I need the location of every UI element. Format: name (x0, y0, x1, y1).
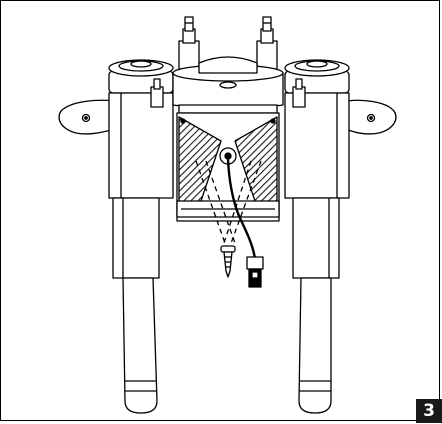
cable (226, 158, 257, 260)
right-fork-tube (284, 59, 350, 414)
dashed-guides (195, 160, 262, 247)
top-clamp (172, 56, 284, 114)
left-fork-tube (108, 59, 174, 414)
left-top-bolt (178, 16, 200, 72)
right-top-bolt (256, 16, 278, 72)
step-number-badge: 3 (416, 399, 442, 423)
right-mounting-tab (345, 99, 397, 135)
screw-icon (220, 245, 236, 278)
left-mounting-tab (58, 99, 117, 135)
connector-plug-icon (246, 256, 264, 288)
